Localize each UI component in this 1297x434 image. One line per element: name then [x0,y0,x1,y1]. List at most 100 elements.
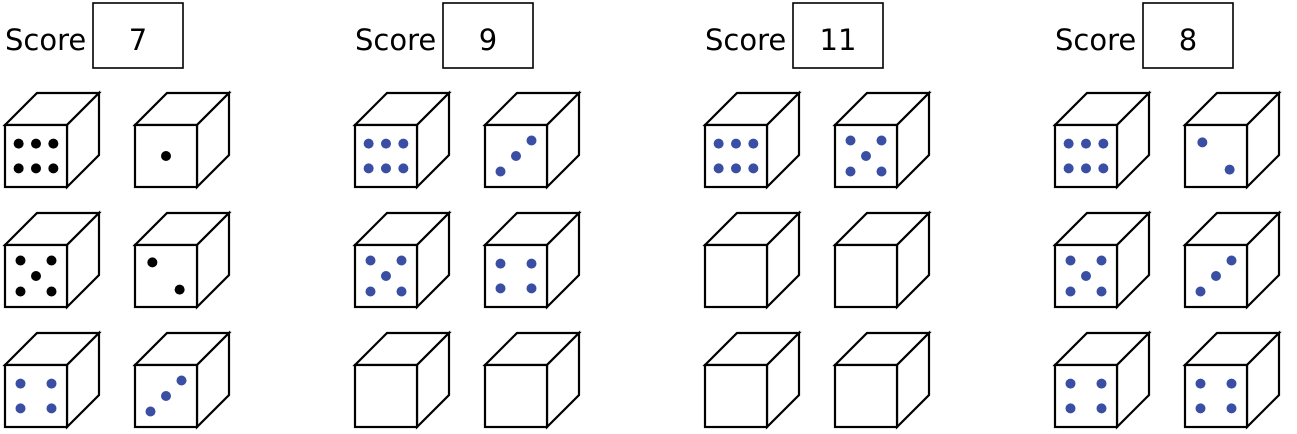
die-pip [16,403,26,413]
die-pip [1064,163,1074,173]
die-pip [47,379,57,389]
die-pip [1227,403,1237,413]
die-front-face [835,365,897,427]
die-front-face [705,125,767,187]
die-pip [748,139,758,149]
die-pip [366,287,376,297]
die [485,333,579,427]
die-pip [714,163,724,173]
die-pip [511,151,521,161]
die-pip [877,167,887,177]
die-pip [496,167,506,177]
die [1185,93,1279,187]
die-pip [1097,287,1107,297]
die-pip [748,163,758,173]
die-pip [397,287,407,297]
die [705,213,799,307]
die-pip [146,407,156,417]
die-pip [364,163,374,173]
die-pip [1227,379,1237,389]
die [485,93,579,187]
die-front-face [355,365,417,427]
die [355,333,449,427]
die-pip [16,256,26,266]
score-value: 8 [1179,23,1197,57]
die-pip [398,163,408,173]
die-pip [731,139,741,149]
die-pip [846,136,856,146]
die-pip [47,287,57,297]
die-pip [877,136,887,146]
die-pip [1227,256,1237,266]
die [835,213,929,307]
die-pip [1066,256,1076,266]
die-front-face [355,125,417,187]
die-pip [31,139,41,149]
die-front-face [835,245,897,307]
die-pip [381,271,391,281]
score-group: Score 8 [1055,3,1279,427]
die-pip [846,167,856,177]
die [5,333,99,427]
die-pip [381,163,391,173]
die [135,213,229,307]
die-pip [366,256,376,266]
die-pip [1196,287,1206,297]
score-label: Score [705,23,786,57]
die [705,93,799,187]
die [1185,333,1279,427]
die-front-face [705,245,767,307]
die-front-face [5,365,67,427]
die-pip [1066,403,1076,413]
die-pip [1196,379,1206,389]
die [135,93,229,187]
die-pip [161,391,171,401]
die-pip [496,259,506,269]
score-label: Score [5,23,86,57]
die-pip [14,163,24,173]
die-pip [1097,403,1107,413]
die-pip [364,139,374,149]
score-value: 9 [479,23,497,57]
score-group: Score7 [5,3,229,427]
die-pip [1081,139,1091,149]
die-pip [31,163,41,173]
score-group: Score 11 [705,3,929,427]
die-pip [861,151,871,161]
die-pip [714,139,724,149]
die-pip [175,285,185,295]
die-pip [527,136,537,146]
die [485,213,579,307]
die-pip [48,163,58,173]
die-front-face [485,245,547,307]
die-pip [161,151,171,161]
die-pip [1098,139,1108,149]
die-pip [1225,165,1235,175]
die-pip [1196,403,1206,413]
die-pip [16,379,26,389]
die-pip [31,271,41,281]
die [1055,213,1149,307]
die [5,213,99,307]
die [835,333,929,427]
die [355,213,449,307]
die-pip [1081,271,1091,281]
die-pip [397,256,407,266]
die-pip [1081,163,1091,173]
die-front-face [705,365,767,427]
die-pip [14,139,24,149]
score-value: 11 [820,23,857,57]
die [135,333,229,427]
die [355,93,449,187]
die-front-face [135,245,197,307]
die-pip [48,139,58,149]
die-pip [398,139,408,149]
score-label: Score [1055,23,1136,57]
die-pip [47,256,57,266]
die-pip [1097,379,1107,389]
die [1185,213,1279,307]
die-pip [1064,139,1074,149]
die-pip [381,139,391,149]
